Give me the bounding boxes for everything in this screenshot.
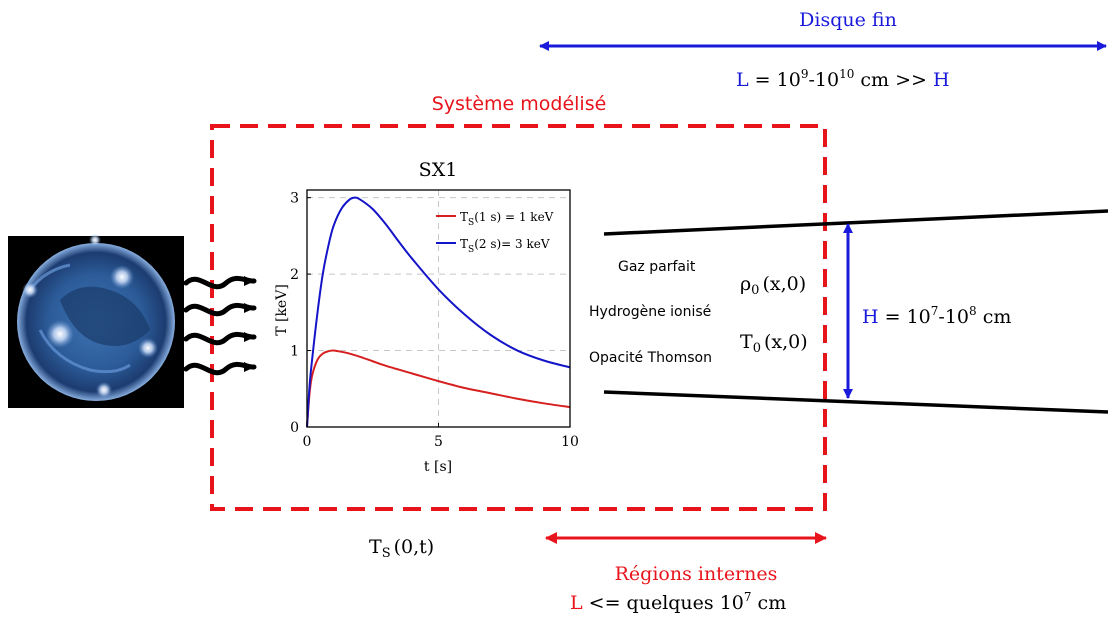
regions-length-label: L <= quelques 107 cm <box>570 590 786 614</box>
systeme-modelise-box <box>210 124 827 511</box>
chart-ylabel: T [keV] <box>274 284 290 336</box>
disk-length-dash: -10 <box>808 69 839 91</box>
disque-fin-label: Disque fin <box>799 9 897 31</box>
ts-symbol: T <box>369 536 382 558</box>
legend-1-main: T <box>460 210 468 224</box>
rho0-args: (x,0) <box>762 273 806 295</box>
disk-height-symbol: H <box>862 306 879 328</box>
legend-1-sub: S <box>468 218 474 228</box>
radiation-arrow-4 <box>183 361 257 376</box>
disk-upper-edge <box>603 209 1108 236</box>
x-tick-label: 0 <box>303 434 312 450</box>
systeme-modelise-label: Système modélisé <box>432 93 607 115</box>
legend-2-main: T <box>460 237 468 251</box>
radiation-arrow-2 <box>183 302 257 317</box>
opacite-thomson-label: Opacité Thomson <box>589 350 712 366</box>
radiation-arrow-1 <box>183 275 257 290</box>
t0-sub: 0 <box>753 341 761 356</box>
disk-height-exp1: 7 <box>931 304 939 318</box>
ts-boundary-label: TS(0,t) <box>369 536 434 561</box>
ts-sub: S <box>382 546 391 561</box>
regions-length-symbol: L <box>570 592 583 614</box>
x-tick-label: 10 <box>561 434 579 450</box>
t0-label: T0(x,0) <box>740 331 808 356</box>
disk-length-exp2: 10 <box>839 67 854 81</box>
disk-height-exp2: 8 <box>969 304 977 318</box>
disk-length-cm: cm >> <box>854 69 933 91</box>
gaz-parfait-label: Gaz parfait <box>618 259 696 275</box>
regions-internes-label: Régions internes <box>615 563 778 585</box>
rho0-label: ρ0(x,0) <box>740 273 806 298</box>
t0-symbol: T <box>740 331 753 353</box>
chart-grid <box>307 190 570 427</box>
regions-length-cm: cm <box>752 592 787 614</box>
series-line-1 <box>306 349 571 428</box>
disk-length-symbol: L <box>736 69 749 91</box>
chart-legend: TS(1 s) = 1 keV TS(2 s)= 3 keV <box>436 210 554 255</box>
y-tick-label: 1 <box>290 344 299 360</box>
disk-length-range: = 10 <box>749 69 801 91</box>
rho0-sub: 0 <box>751 283 759 298</box>
legend-2-sub: S <box>468 245 474 255</box>
radiation-arrow-3 <box>183 331 257 346</box>
series-line-2 <box>306 196 571 428</box>
legend-label-1: TS(1 s) = 1 keV <box>460 210 554 228</box>
disk-length-exp1: 9 <box>801 67 809 81</box>
legend-2-rest: (2 s)= 3 keV <box>474 237 550 251</box>
chart-lines <box>306 196 571 428</box>
disk-height-range: = 10 <box>879 306 931 328</box>
hydrogene-ionise-label: Hydrogène ionisé <box>589 304 711 320</box>
y-tick-label: 0 <box>290 420 299 436</box>
ts-args: (0,t) <box>394 536 435 558</box>
disk-length-H: H <box>933 69 950 91</box>
regions-length-text: <= quelques 10 <box>583 592 744 614</box>
legend-1-rest: (1 s) = 1 keV <box>474 210 553 224</box>
chart-xlabel: t [s] <box>424 459 452 475</box>
disk-height-cm: cm <box>977 306 1012 328</box>
rho0-symbol: ρ <box>740 273 751 295</box>
legend-label-2: TS(2 s)= 3 keV <box>460 237 550 255</box>
regions-length-exp: 7 <box>744 590 752 604</box>
disk-lower-edge <box>603 390 1108 414</box>
disk-length-label: L = 109-1010 cm >> H <box>736 67 950 91</box>
t0-args: (x,0) <box>764 331 808 353</box>
chart-ticks: 0 5 10 0 1 2 3 <box>290 191 579 450</box>
sun-image <box>8 234 184 408</box>
disk-height-dash: -10 <box>938 306 969 328</box>
y-tick-label: 2 <box>290 267 299 283</box>
y-tick-label: 3 <box>290 191 299 207</box>
chart-title: SX1 <box>419 159 458 181</box>
radiation-arrows <box>183 275 257 376</box>
x-tick-label: 5 <box>434 434 443 450</box>
disk-height-label: H = 107-108 cm <box>862 304 1011 328</box>
